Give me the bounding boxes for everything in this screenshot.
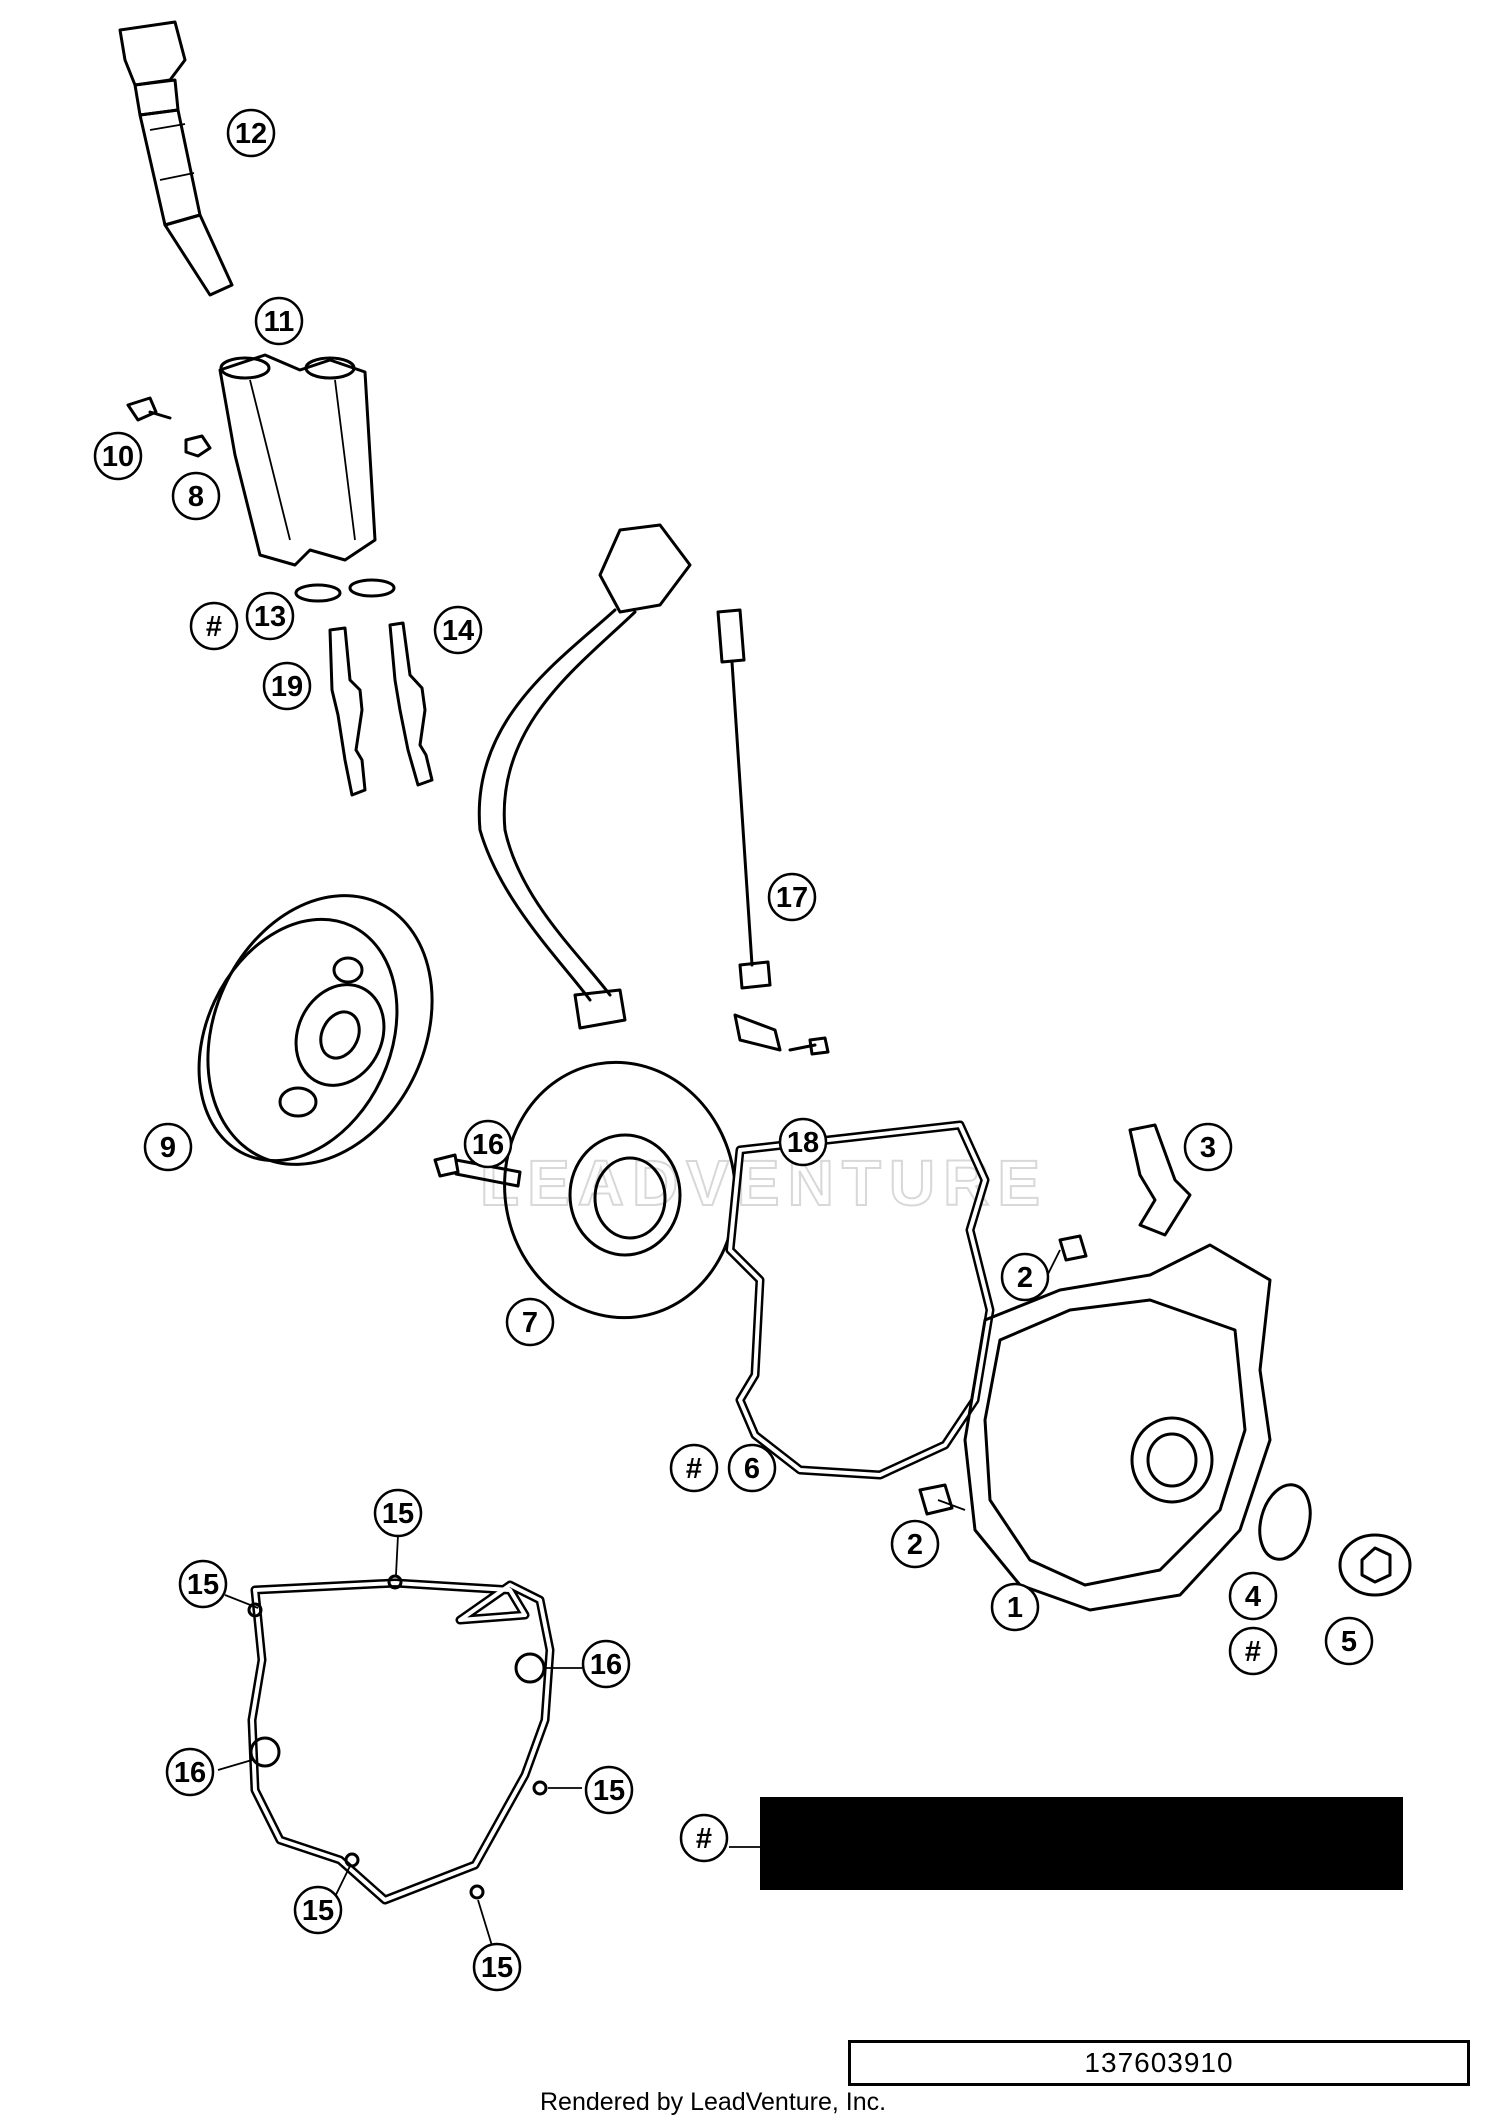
callout-hash: # [669, 1443, 719, 1493]
svg-text:15: 15 [481, 1952, 513, 1984]
callout-16: 16 [165, 1747, 215, 1797]
svg-text:5: 5 [1341, 1626, 1357, 1658]
callout-15: 15 [472, 1942, 522, 1992]
callout-19: 19 [262, 661, 312, 711]
callout-hash: # [189, 601, 239, 651]
svg-text:#: # [696, 1823, 712, 1855]
callout-15: 15 [178, 1559, 228, 1609]
diagram-code: 137603910 [1084, 2047, 1234, 2078]
callout-7: 7 [505, 1297, 555, 1347]
callout-13: 13 [245, 591, 295, 641]
cover-bracket-part [1128, 1123, 1192, 1237]
cover-o-ring-part [1258, 1483, 1312, 1561]
svg-text:16: 16 [174, 1757, 206, 1789]
callout-2: 2 [1000, 1252, 1050, 1302]
callout-4: 4 [1228, 1571, 1278, 1621]
svg-text:#: # [1245, 1636, 1261, 1668]
svg-text:14: 14 [442, 615, 474, 647]
bolt-part [126, 396, 172, 422]
svg-text:8: 8 [188, 481, 204, 513]
svg-text:16: 16 [472, 1129, 504, 1161]
callout-17: 17 [767, 872, 817, 922]
callout-1: 1 [990, 1582, 1040, 1632]
svg-text:15: 15 [187, 1569, 219, 1601]
callout-5: 5 [1324, 1616, 1374, 1666]
svg-text:17: 17 [776, 882, 808, 914]
svg-text:#: # [686, 1453, 702, 1485]
redacted-legend-bar [760, 1797, 1403, 1890]
svg-text:7: 7 [522, 1307, 538, 1339]
spark-plug-part [328, 621, 434, 797]
callout-16: 16 [581, 1639, 631, 1689]
stator-part [477, 523, 737, 1320]
coil-bracket-part [218, 353, 377, 567]
callout-18: 18 [778, 1117, 828, 1167]
generator-cover-part [963, 1243, 1272, 1612]
callout-2: 2 [890, 1519, 940, 1569]
callout-9: 9 [143, 1122, 193, 1172]
ignition-coil-part [118, 20, 234, 297]
callout-hash: # [1228, 1626, 1278, 1676]
render-credit: Rendered by LeadVenture, Inc. [540, 2088, 887, 2116]
diagram-code-box: 137603910 [848, 2040, 1470, 2086]
cover-gasket-part [725, 1120, 995, 1480]
svg-text:10: 10 [102, 441, 134, 473]
callout-8: 8 [171, 471, 221, 521]
callout-6: 6 [727, 1443, 777, 1493]
callout-11: 11 [254, 296, 304, 346]
svg-text:19: 19 [271, 671, 303, 703]
dowel-pin-part [918, 1234, 1088, 1516]
callout-16: 16 [463, 1119, 513, 1169]
screw-part [788, 1036, 830, 1056]
svg-text:12: 12 [235, 118, 267, 150]
svg-text:15: 15 [593, 1775, 625, 1807]
callout-15: 15 [293, 1885, 343, 1935]
watermark-text: LEADVENTURE [480, 1147, 1048, 1219]
svg-text:15: 15 [302, 1895, 334, 1927]
cover-plug-part [1338, 1533, 1412, 1597]
gasket-detail-outline [247, 1574, 555, 1905]
svg-text:2: 2 [1017, 1262, 1033, 1294]
callout-10: 10 [93, 431, 143, 481]
svg-text:16: 16 [590, 1649, 622, 1681]
flywheel-part [197, 894, 434, 1166]
svg-text:6: 6 [744, 1453, 760, 1485]
svg-text:15: 15 [382, 1498, 414, 1530]
callout-15: 15 [584, 1765, 634, 1815]
callout-15: 15 [373, 1488, 423, 1538]
callout-14: 14 [433, 605, 483, 655]
o-ring-part [294, 578, 396, 603]
svg-text:2: 2 [907, 1529, 923, 1561]
callout-12: 12 [226, 108, 276, 158]
callout-hash: # [679, 1813, 729, 1863]
callout-3: 3 [1183, 1122, 1233, 1172]
svg-text:9: 9 [160, 1132, 176, 1164]
sensor-part [716, 608, 782, 1052]
svg-text:3: 3 [1200, 1132, 1216, 1164]
svg-text:4: 4 [1245, 1581, 1261, 1613]
nut-part [184, 434, 212, 458]
svg-text:13: 13 [254, 601, 286, 633]
svg-text:11: 11 [264, 306, 295, 338]
svg-text:#: # [206, 611, 222, 643]
svg-text:18: 18 [787, 1127, 819, 1159]
svg-text:1: 1 [1007, 1592, 1023, 1624]
